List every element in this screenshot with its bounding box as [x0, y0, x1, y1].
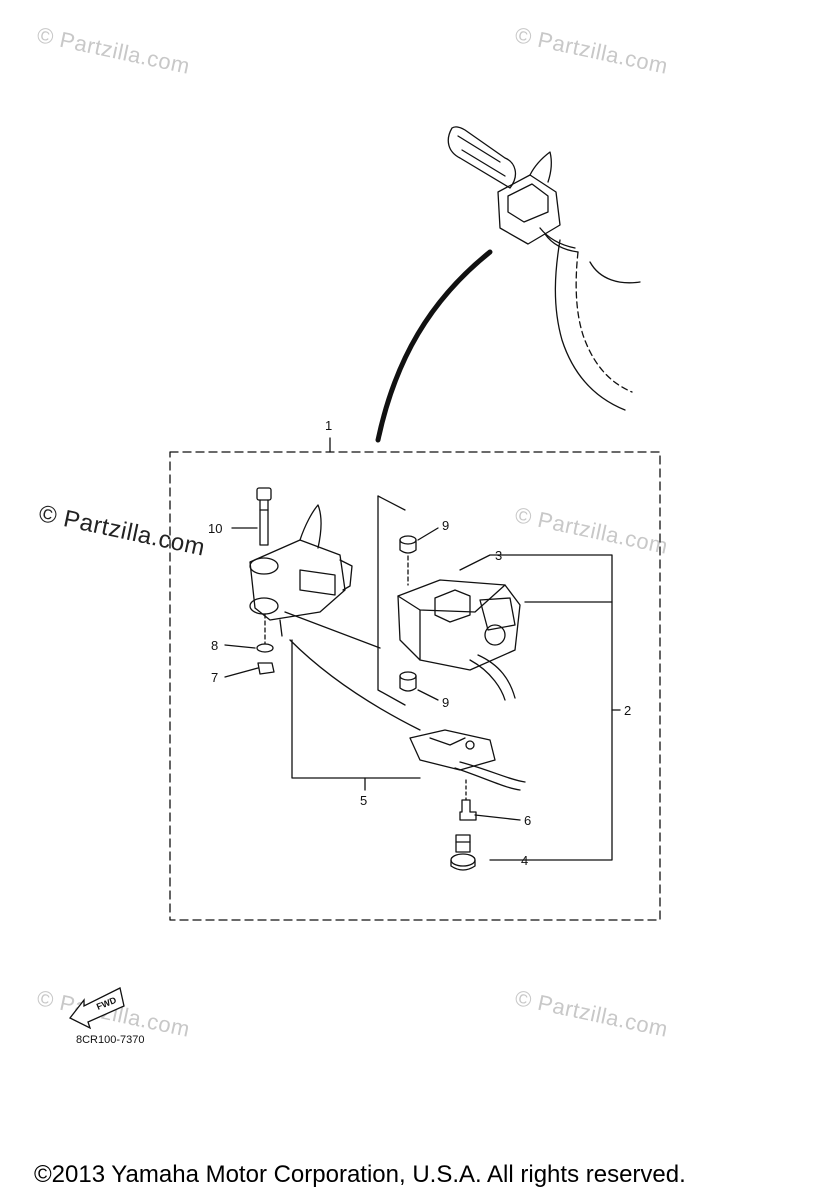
- callout-5: 5: [360, 793, 367, 808]
- bolt-10: [256, 487, 272, 546]
- brake-switch: [409, 729, 526, 791]
- washer-8: [256, 643, 274, 653]
- callout-4: 4: [521, 853, 528, 868]
- nut-7: [257, 662, 275, 675]
- screw-6: [459, 779, 477, 821]
- callout-8: 8: [211, 638, 218, 653]
- callout-9-top: 9: [442, 518, 449, 533]
- fwd-arrow-icon: FWD: [69, 987, 125, 1030]
- assembly-box: [169, 451, 661, 921]
- callout-10: 10: [208, 521, 222, 536]
- cap-9-top: [399, 535, 417, 554]
- handlebar-illustration: [447, 126, 641, 411]
- callout-1: 1: [325, 418, 332, 433]
- callout-9-bottom: 9: [442, 695, 449, 710]
- copyright-notice: ©2013 Yamaha Motor Corporation, U.S.A. A…: [34, 1161, 686, 1188]
- callout-2: 2: [624, 703, 631, 718]
- lever-bracket: [249, 504, 353, 637]
- figure-code: 8CR100-7370: [76, 1034, 145, 1046]
- callout-6: 6: [524, 813, 531, 828]
- callout-3: 3: [495, 548, 502, 563]
- callout-7: 7: [211, 670, 218, 685]
- cap-9-bottom: [399, 671, 417, 692]
- leader-arrow: [375, 249, 493, 443]
- bolt-4: [450, 834, 476, 871]
- switch-housing: [397, 579, 521, 701]
